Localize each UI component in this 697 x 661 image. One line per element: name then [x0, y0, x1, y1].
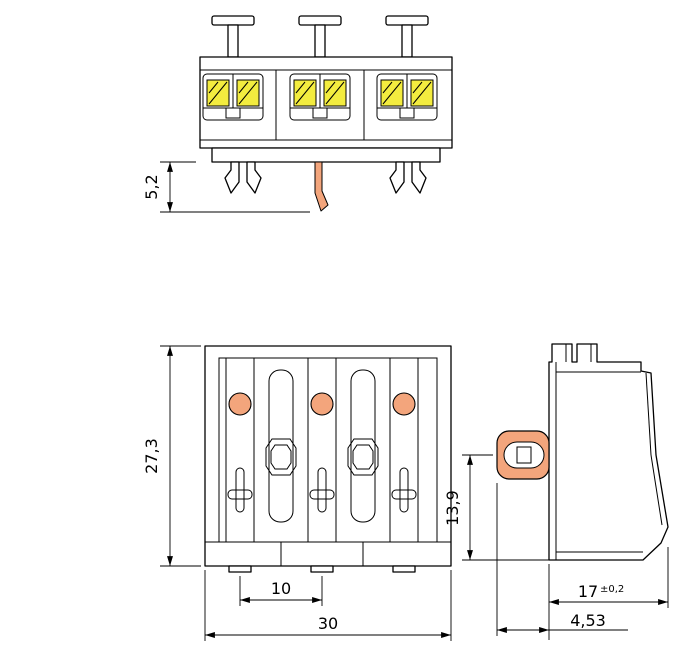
push-button-stem	[314, 24, 326, 58]
wire-port-circle	[392, 392, 416, 416]
push-button-cap	[298, 15, 342, 26]
foot-tab	[392, 565, 416, 573]
expansion-foot	[389, 161, 405, 194]
foot-tab	[310, 565, 334, 573]
side-view: 13,9 17 ±0,2 4,53	[443, 343, 669, 640]
tool-channels	[265, 369, 379, 523]
wire-entry-ports	[228, 392, 416, 416]
dimension-depth: 17 ±0,2	[548, 547, 669, 640]
dim-clip-offset-label: 4,53	[570, 611, 606, 630]
dim-clip-to-bottom-label: 13,9	[443, 490, 462, 526]
push-button-cap	[211, 15, 255, 26]
dim-depth-tolerance-label: ±0,2	[600, 584, 624, 595]
housing-base	[211, 147, 441, 163]
dimension-clip-offset: 4,53	[496, 483, 628, 636]
push-button-stem	[401, 24, 413, 58]
side-housing-outline	[548, 343, 669, 561]
front-housing-outline	[204, 345, 452, 567]
hex-boss	[347, 438, 379, 476]
front-view: 27,3 10 30	[142, 345, 452, 641]
front-base	[205, 541, 451, 573]
release-tab	[314, 161, 329, 212]
keyhole-slots	[227, 467, 417, 513]
side-inner-lines	[555, 344, 663, 560]
dimension-clip-to-bottom: 13,9	[443, 454, 549, 561]
dim-depth-label: 17	[578, 582, 598, 601]
push-button-cap	[385, 15, 429, 26]
dim-foot-height-label: 5,2	[142, 174, 161, 199]
foot-tab	[228, 565, 252, 573]
top-view: 5,2	[142, 15, 453, 213]
expansion-foot	[411, 161, 427, 194]
pole-strips	[225, 358, 419, 542]
dim-pole-pitch-label: 10	[271, 579, 291, 598]
mounting-clip	[496, 430, 550, 480]
dimension-pole-pitch: 10	[239, 576, 323, 606]
hex-boss	[265, 438, 297, 476]
dimension-width: 30	[204, 570, 452, 641]
clamp-windows	[202, 73, 438, 121]
push-button-stem	[227, 24, 239, 58]
dimension-foot-height: 5,2	[142, 161, 310, 213]
wire-port-circle	[310, 392, 334, 416]
mounting-feet-top	[224, 161, 427, 194]
expansion-foot	[224, 161, 240, 194]
dim-height-label: 27,3	[142, 438, 161, 474]
hex-boss-inner	[352, 444, 374, 470]
dim-width-label: 30	[318, 614, 338, 633]
expansion-foot	[246, 161, 262, 194]
hex-boss-inner	[270, 444, 292, 470]
dimension-height: 27,3	[142, 345, 201, 567]
mounting-clip-latch	[516, 446, 532, 464]
wire-port-circle	[228, 392, 252, 416]
push-buttons	[211, 15, 429, 58]
